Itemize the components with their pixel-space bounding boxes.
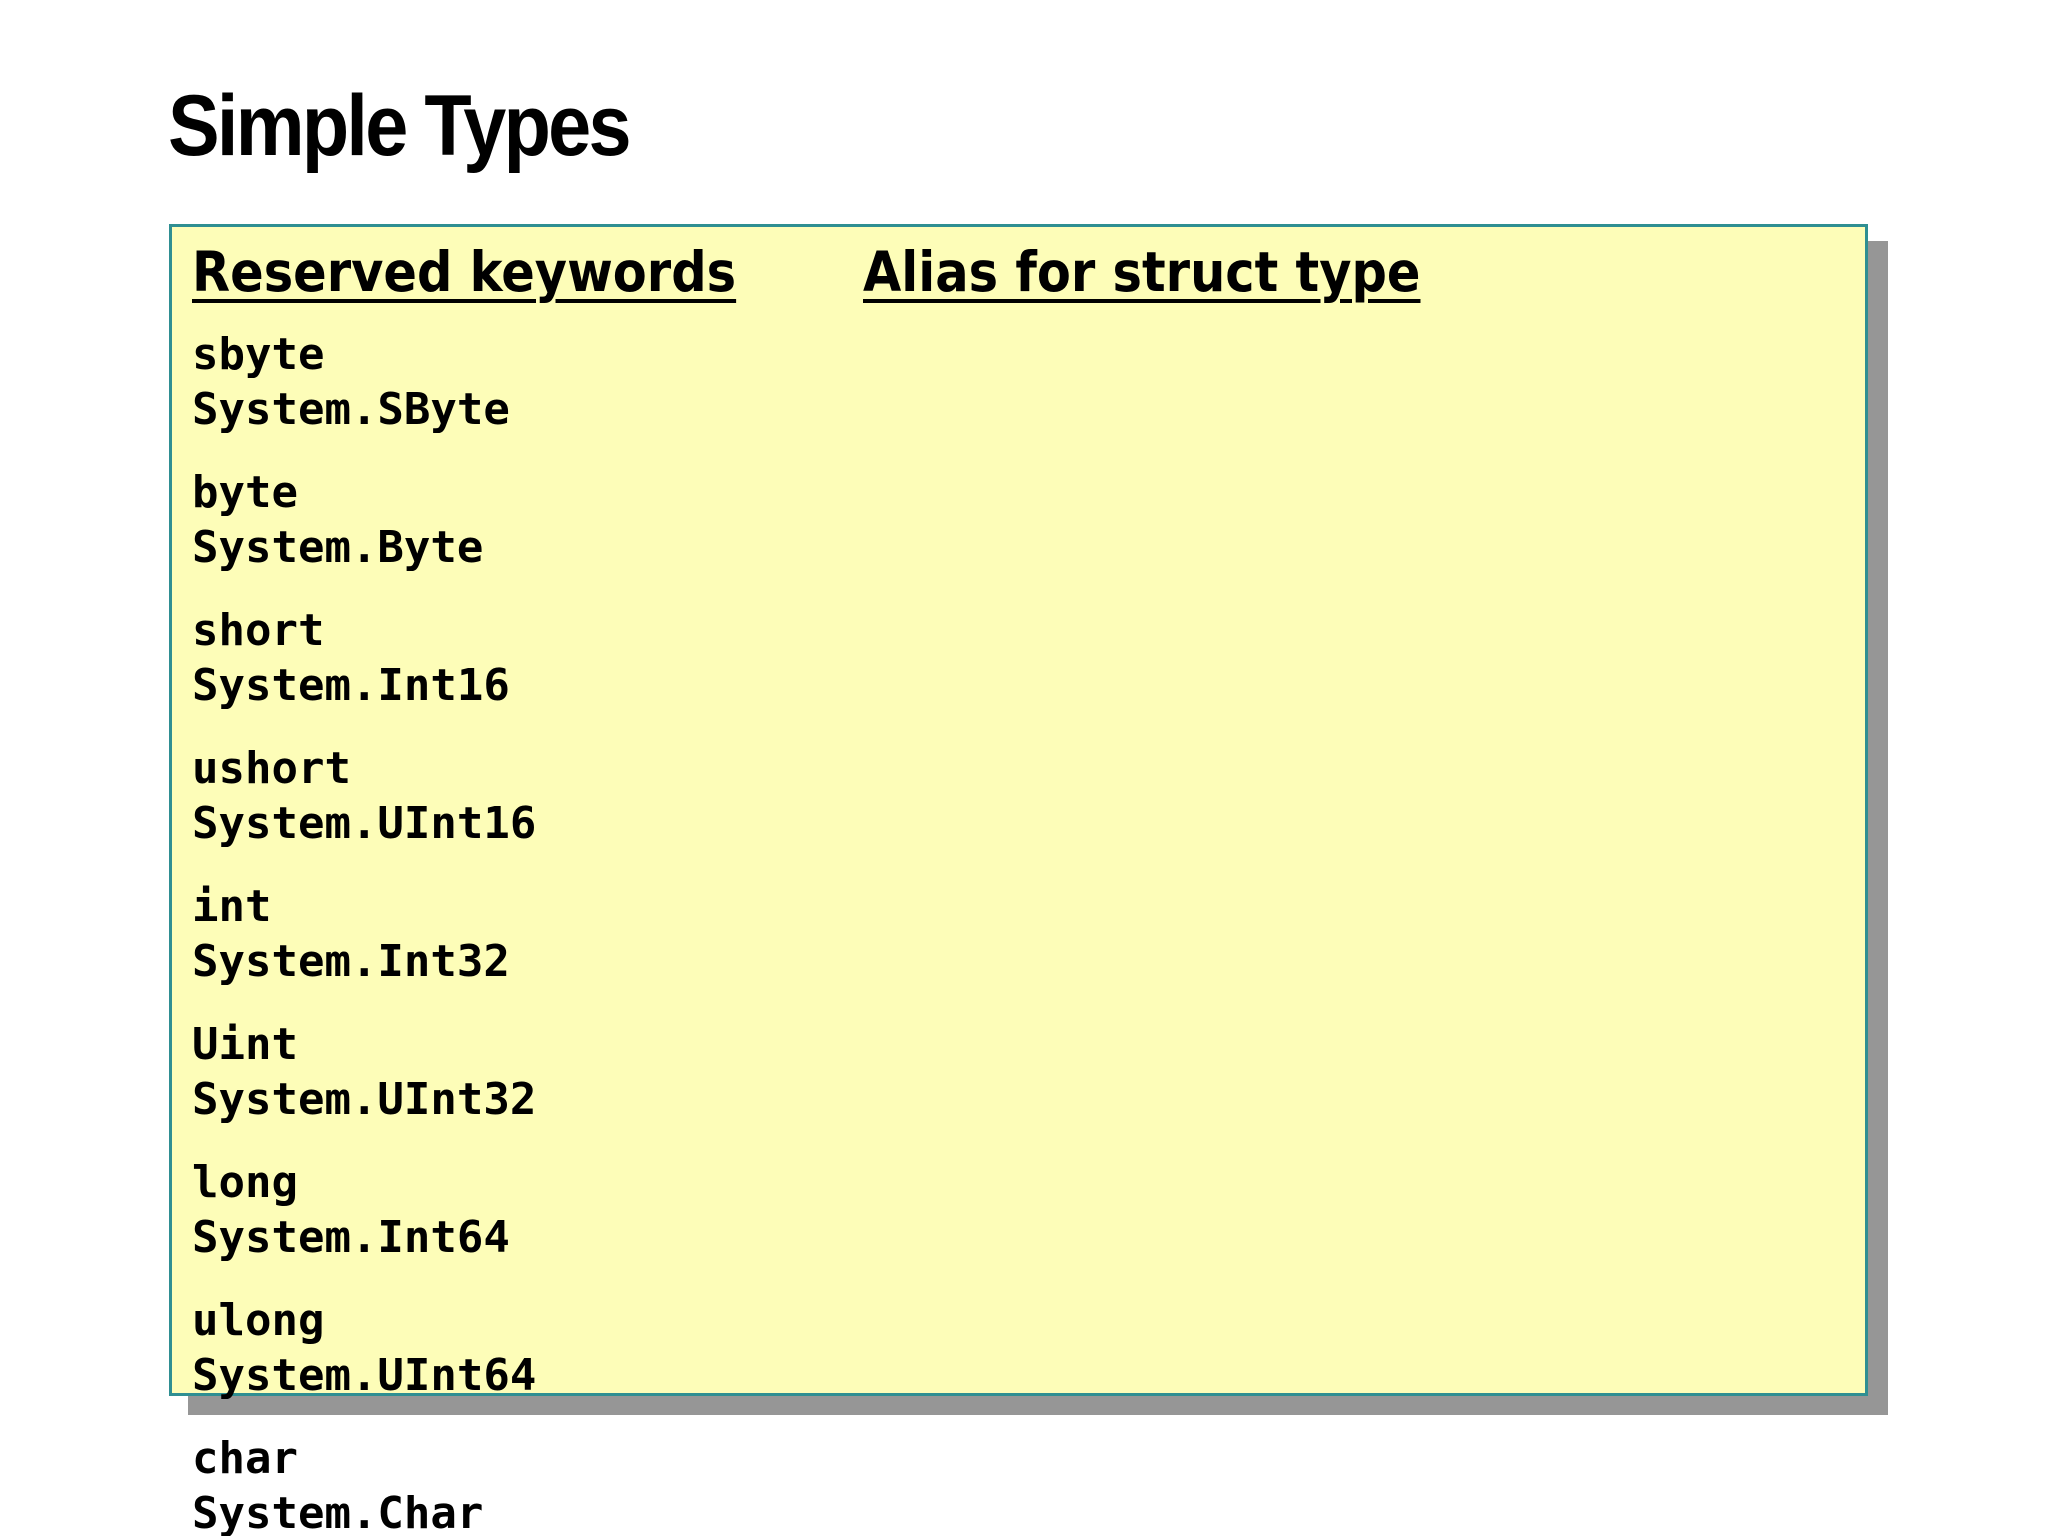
type-entry-char: char System.Char — [192, 1431, 536, 1536]
reserved-keyword: ushort — [192, 743, 351, 794]
reserved-keyword: int — [192, 881, 272, 932]
struct-alias: System.SByte — [192, 384, 510, 435]
struct-alias: System.UInt32 — [192, 1074, 537, 1125]
struct-alias: System.Int64 — [192, 1212, 510, 1263]
simple-types-list: sbyte System.SByte byte System.Byte shor… — [192, 327, 536, 1536]
struct-alias: System.UInt64 — [192, 1350, 537, 1401]
struct-alias: System.UInt16 — [192, 798, 537, 849]
struct-alias: System.Char — [192, 1488, 484, 1536]
type-entry-byte: byte System.Byte — [192, 465, 536, 575]
reserved-keyword: Uint — [192, 1019, 298, 1070]
reserved-keyword: ulong — [192, 1295, 325, 1346]
alias-struct-type-header: Alias for struct type — [863, 240, 1421, 304]
type-entry-sbyte: sbyte System.SByte — [192, 327, 536, 437]
slide-title: Simple Types — [168, 78, 632, 174]
type-entry-ushort: ushort System.UInt16 — [192, 741, 536, 851]
reserved-keywords-header: Reserved keywords — [192, 240, 737, 304]
type-entry-int: int System.Int32 — [192, 879, 536, 989]
types-table-panel — [169, 224, 1868, 1396]
reserved-keyword: short — [192, 605, 325, 656]
struct-alias: System.Byte — [192, 522, 484, 573]
reserved-keyword: char — [192, 1433, 298, 1484]
reserved-keyword: long — [192, 1157, 298, 1208]
type-entry-ulong: ulong System.UInt64 — [192, 1293, 536, 1403]
type-entry-long: long System.Int64 — [192, 1155, 536, 1265]
struct-alias: System.Int32 — [192, 936, 510, 987]
type-entry-short: short System.Int16 — [192, 603, 536, 713]
reserved-keyword: sbyte — [192, 329, 325, 380]
reserved-keyword: byte — [192, 467, 298, 518]
type-entry-uint: Uint System.UInt32 — [192, 1017, 536, 1127]
struct-alias: System.Int16 — [192, 660, 510, 711]
